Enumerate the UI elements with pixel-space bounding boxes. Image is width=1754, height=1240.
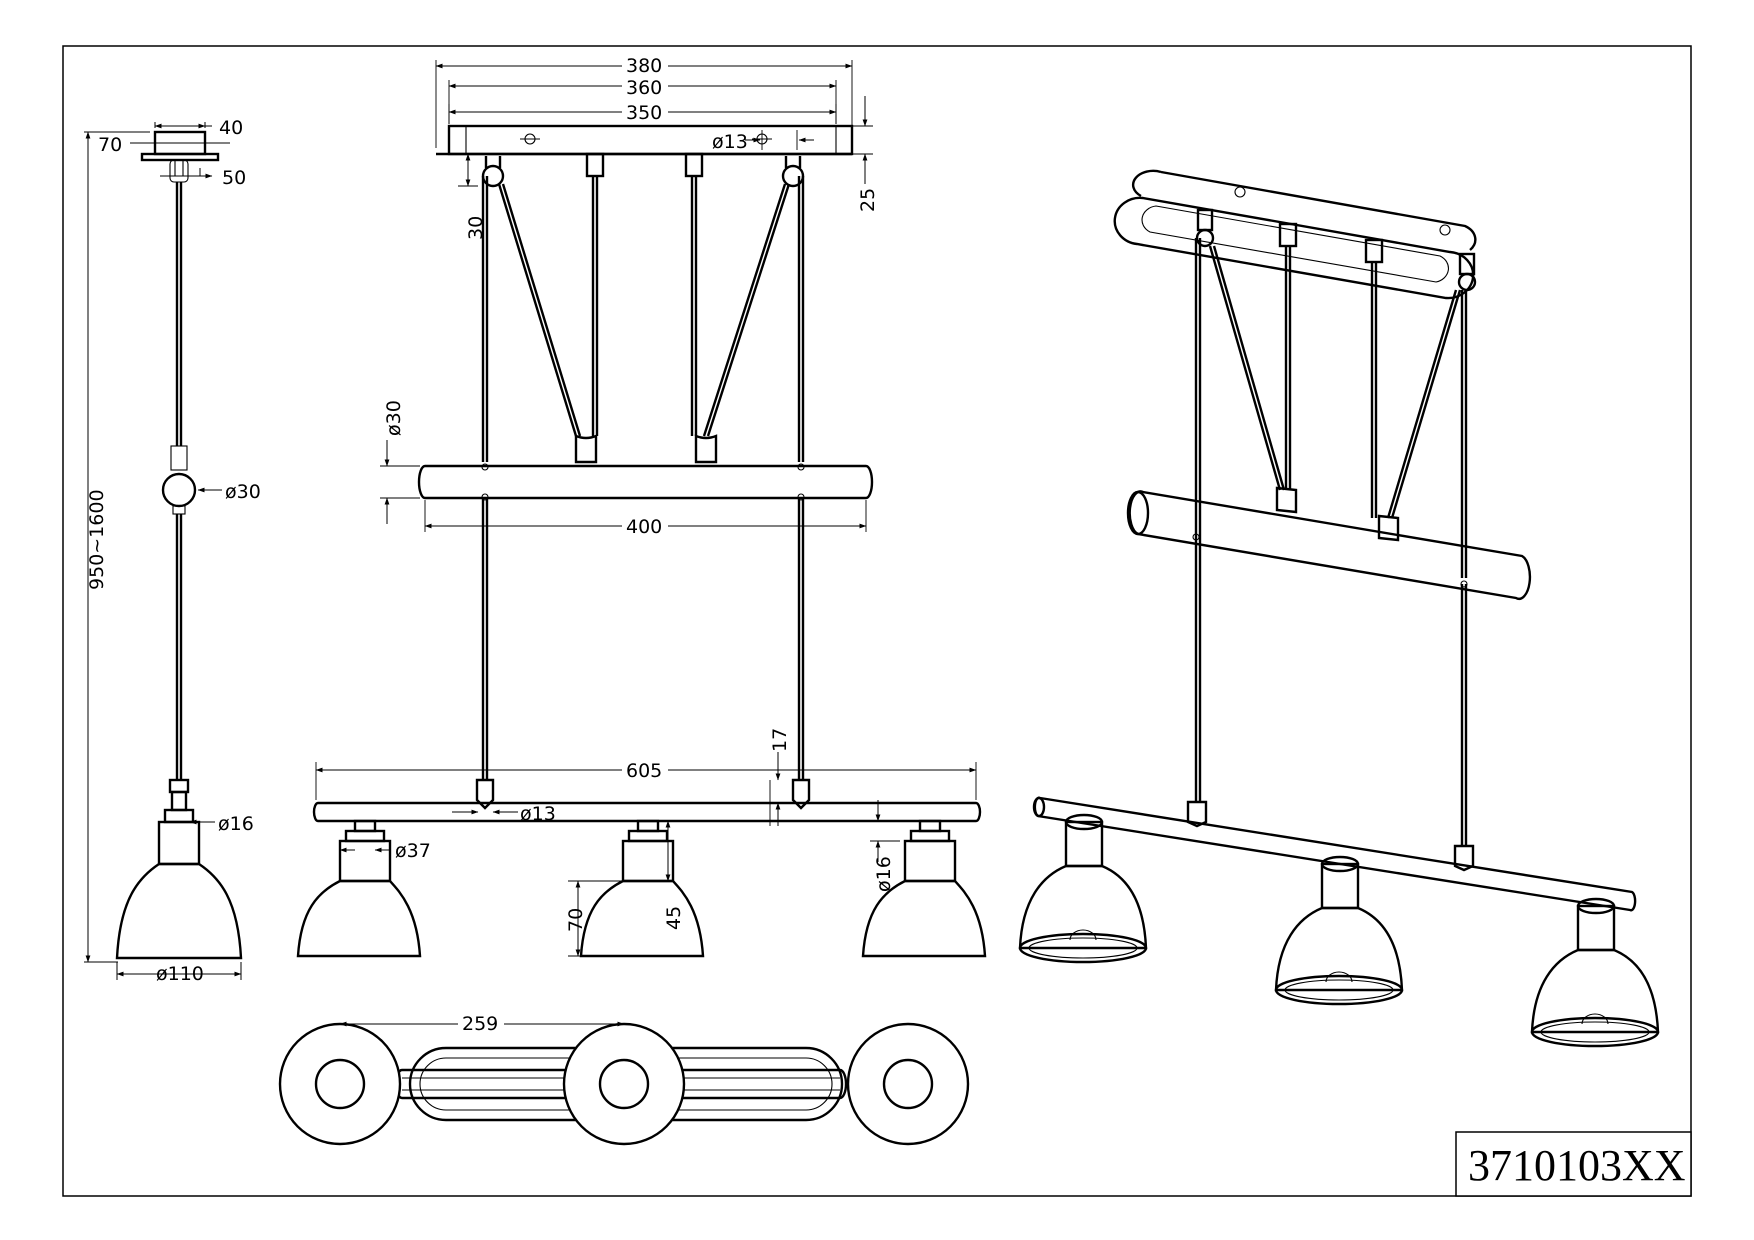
front-view: 380 360 350 ø13 25 30 ø30 400 605 xyxy=(296,54,987,958)
side-shade xyxy=(115,862,243,960)
dim-canopy-height: 25 xyxy=(857,188,879,212)
dim-pulley-drop: 30 xyxy=(465,216,487,240)
dim-side-socket: ø16 xyxy=(218,813,254,835)
persp-lower-bar xyxy=(1033,796,1637,912)
dim-upper-bar-dia: ø30 xyxy=(383,400,405,436)
dim-side-ball: ø30 xyxy=(225,481,261,503)
lamp-right xyxy=(861,819,987,958)
dim-canopy-length: 380 xyxy=(626,55,662,77)
perspective-view xyxy=(1018,169,1660,1048)
dim-side-canopy-width: 70 xyxy=(98,134,122,156)
lamp-center xyxy=(579,819,705,958)
lamp-left xyxy=(296,819,422,958)
top-socket-left xyxy=(314,1058,366,1110)
persp-canopy xyxy=(1113,196,1475,300)
persp-lamp-3 xyxy=(1530,897,1660,1048)
slider-left xyxy=(574,434,598,464)
front-canopy xyxy=(447,124,854,156)
cord-anchor-left xyxy=(585,152,605,178)
top-socket-center xyxy=(598,1058,650,1110)
lower-bar xyxy=(312,801,982,823)
side-view: 40 70 50 950~1600 ø30 ø16 ø110 xyxy=(84,117,261,985)
top-view: 259 xyxy=(278,1012,970,1146)
top-canopy xyxy=(408,1046,844,1122)
side-slider xyxy=(170,445,188,471)
side-connector xyxy=(168,778,190,794)
persp-upper-bar xyxy=(1128,490,1532,600)
dim-shade-top: ø37 xyxy=(395,840,431,862)
top-shade-right xyxy=(846,1022,970,1146)
top-shade-center xyxy=(562,1022,686,1146)
side-cord-clamp xyxy=(169,159,189,183)
drawing-frame xyxy=(62,45,1692,1197)
cord-anchor-right xyxy=(684,152,704,178)
dim-side-mount: 50 xyxy=(222,167,246,189)
code-block: 3710103XX xyxy=(1455,1131,1692,1197)
dim-hole: ø13 xyxy=(712,131,748,153)
dim-canopy-inner: 360 xyxy=(626,77,662,99)
dim-socket-h: 45 xyxy=(663,906,685,930)
top-shade-left xyxy=(278,1022,402,1146)
side-ball xyxy=(161,472,197,508)
side-canopy-plate xyxy=(140,152,220,162)
slider-right xyxy=(694,434,718,464)
dim-shade-h: 70 xyxy=(565,908,587,932)
persp-lamp-2 xyxy=(1274,855,1404,1006)
dim-shade-spacing: 259 xyxy=(462,1013,498,1035)
dim-socket-dia: ø16 xyxy=(873,856,895,892)
dim-side-canopy-depth: 40 xyxy=(219,117,243,139)
dim-lower-bar-hole: ø13 xyxy=(520,803,556,825)
dim-connector-h: 17 xyxy=(769,728,791,752)
dim-side-height-range: 950~1600 xyxy=(86,489,108,590)
persp-lamp-1 xyxy=(1018,813,1148,964)
article-code: 3710103XX xyxy=(1468,1141,1686,1190)
dim-upper-bar-len: 400 xyxy=(626,516,662,538)
side-socket xyxy=(157,820,201,866)
upper-bar xyxy=(417,464,874,500)
top-socket-right xyxy=(882,1058,934,1110)
dim-lower-bar-len: 605 xyxy=(626,760,662,782)
dim-hole-spacing: 350 xyxy=(626,102,662,124)
dim-side-shade: ø110 xyxy=(156,963,204,985)
